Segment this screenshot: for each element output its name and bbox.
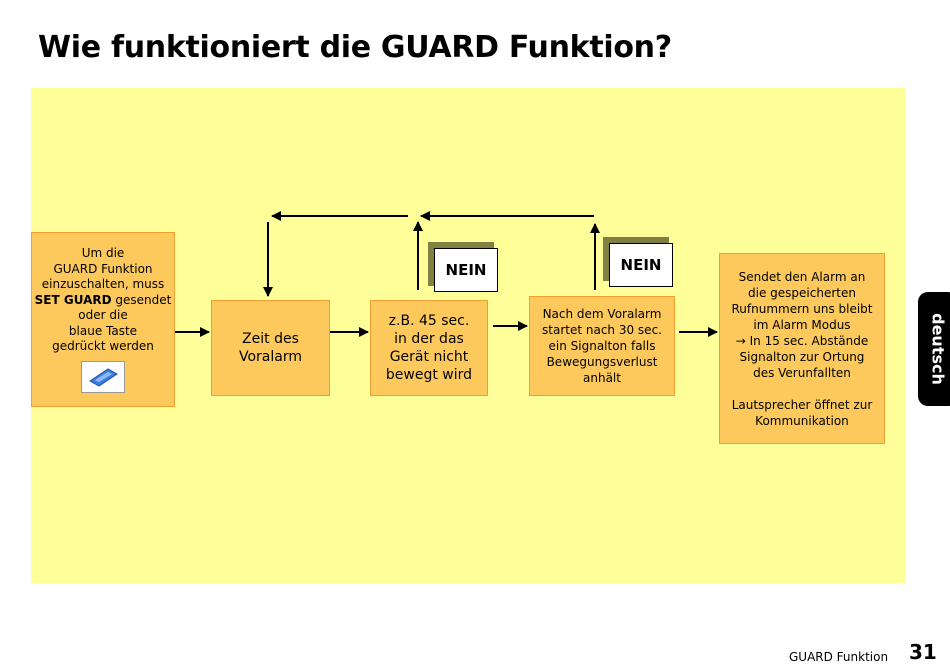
no-motion-text: z.B. 45 sec. in der das Gerät nicht bewe…	[385, 313, 473, 383]
footer-section-label: GUARD Funktion	[789, 650, 889, 664]
start-box-text: Um die GUARD Funktion einzuschalten, mus…	[35, 246, 172, 355]
blue-key-icon	[81, 360, 125, 393]
no-motion-box: z.B. 45 sec. in der das Gerät nicht bewe…	[370, 300, 488, 396]
start-box: Um die GUARD Funktion einzuschalten, mus…	[31, 232, 175, 407]
language-tab[interactable]: deutsch	[918, 292, 950, 406]
voralarm-text: Zeit des Voralarm	[238, 331, 302, 365]
page-title: Wie funktioniert die GUARD Funktion?	[38, 30, 672, 65]
set-guard-text: SET GUARD	[34, 292, 112, 307]
voralarm-box: Zeit des Voralarm	[211, 300, 330, 396]
nein-label-2: NEIN	[609, 243, 673, 287]
start-text-part1: Um die GUARD Funktion einzuschalten, mus…	[41, 246, 165, 292]
start-text-part2: gesendet oder die blaue Taste gedrückt w…	[52, 292, 172, 354]
alarm-box: Sendet den Alarm an die gespeicherten Ru…	[719, 253, 885, 444]
signal-text: Nach dem Voralarm startet nach 30 sec. e…	[542, 307, 662, 385]
page-number: 31	[909, 640, 937, 664]
alarm-text: Sendet den Alarm an die gespeicherten Ru…	[731, 269, 873, 428]
language-tab-label: deutsch	[928, 313, 948, 385]
signal-box: Nach dem Voralarm startet nach 30 sec. e…	[529, 296, 675, 396]
nein-label-1: NEIN	[434, 248, 498, 292]
